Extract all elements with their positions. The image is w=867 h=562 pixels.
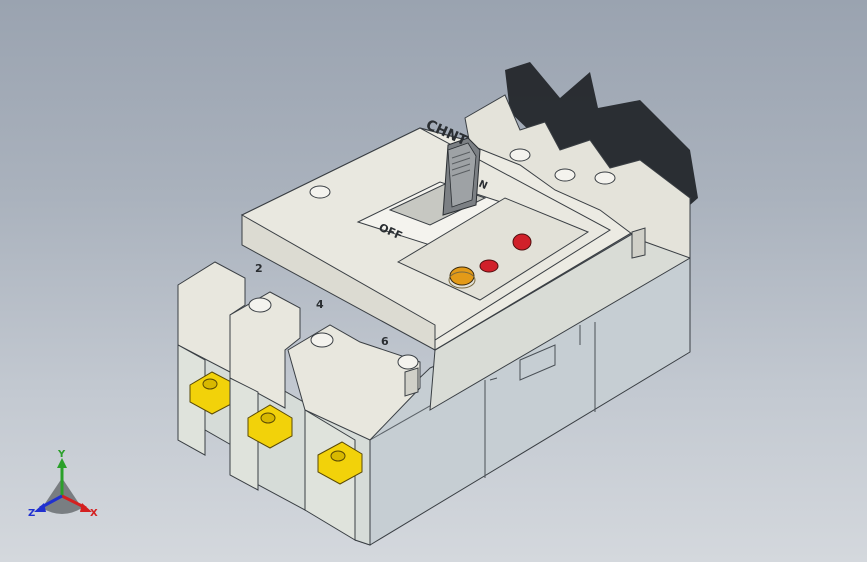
terminal-yellow-3: [317, 441, 363, 485]
terminal-screw-2: [260, 412, 276, 424]
test-button-red[interactable]: [512, 233, 532, 251]
triad-z-label: Z: [28, 508, 35, 519]
terminal-label-6: 6: [381, 335, 389, 348]
terminal-label-2: 2: [255, 262, 263, 275]
terminal-shroud-2-front: [229, 377, 259, 491]
reset-button-orange-base: [448, 271, 476, 289]
reset-button-orange[interactable]: [449, 266, 475, 286]
triad-x-label: X: [90, 508, 98, 519]
toggle-on-label: N: [477, 179, 489, 192]
front-screw-hole-3: [397, 354, 419, 370]
front-screw-hole-2: [310, 332, 334, 348]
indicator-panel: [396, 197, 590, 301]
terminal-shroud-3: [287, 324, 421, 441]
terminal-screw-3: [330, 450, 346, 462]
back-screw-hole-1: [509, 148, 531, 162]
terminal-yellow-2: [247, 404, 293, 449]
triad-y-arrow: [57, 458, 67, 468]
terminal-screw-1: [202, 378, 218, 390]
triad-y-label: Y: [57, 449, 66, 460]
cover-front-face: [241, 214, 436, 351]
back-screw-hole-2: [554, 168, 576, 182]
front-terminal-screw-right: [404, 367, 419, 397]
triad-z-arrow: [34, 503, 46, 512]
front-screw-hole-1: [248, 297, 272, 313]
indicator-lamp-small[interactable]: [479, 259, 499, 273]
right-terminal-screw: [631, 227, 646, 259]
toggle-lever-face: [447, 142, 477, 208]
back-screw-hole-4: [309, 185, 331, 199]
triad-x-arrow: [80, 503, 92, 512]
terminal-label-4: 4: [316, 298, 324, 311]
back-screw-hole-3: [594, 171, 616, 185]
housing-seams: [484, 322, 596, 478]
toggle-lever-grip: [451, 151, 471, 177]
back-terminal-shroud: [464, 94, 691, 259]
